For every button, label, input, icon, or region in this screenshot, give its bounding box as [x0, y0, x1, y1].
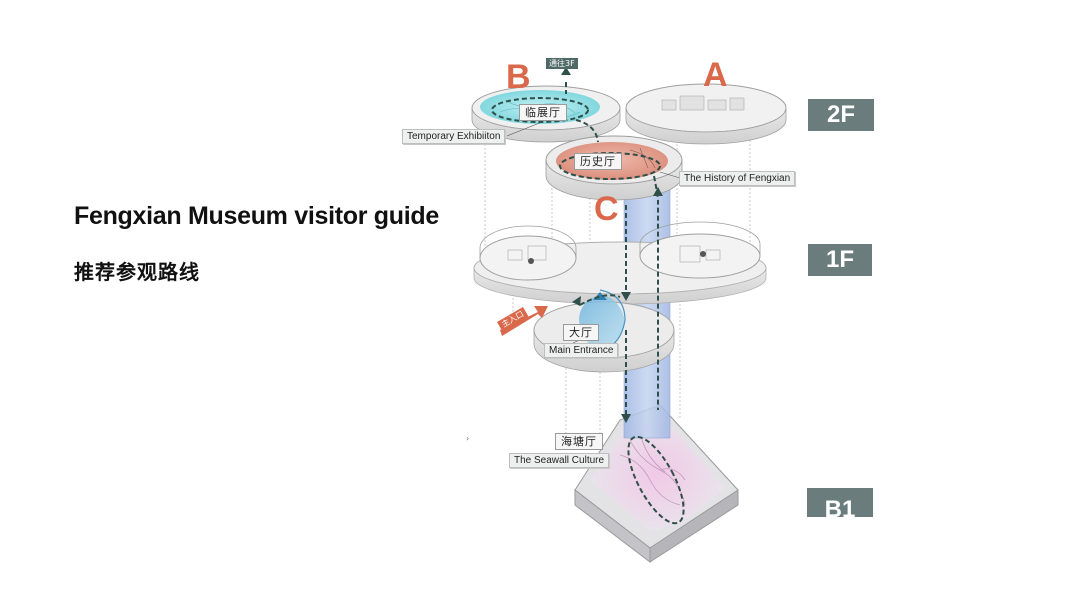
- 1f-floor-plate: [473, 221, 767, 305]
- floor-badge-2f: 2F: [808, 99, 874, 131]
- zone-b-letter: B: [506, 58, 531, 96]
- main-entrance-label: Main Entrance: [544, 343, 619, 358]
- history-of-fengxian-label: The History of Fengxian: [679, 171, 796, 186]
- guide-title-english: Fengxian Museum visitor guide: [74, 202, 439, 230]
- floor-badge-b1: B1: [807, 488, 873, 517]
- main-hall-cn-label: 大厅: [563, 324, 599, 341]
- to-3f-tag: 通往3F: [546, 58, 578, 69]
- floor-badge-1f: 1F: [808, 244, 872, 276]
- temporary-exhibition-label: Temporary Exhibiiton: [402, 129, 506, 144]
- zone-a-letter: A: [703, 56, 728, 94]
- guide-title-chinese: 推荐参观路线: [74, 260, 200, 284]
- seawall-culture-label: The Seawall Culture: [509, 453, 610, 468]
- main-entry-arrow: [500, 306, 548, 336]
- seawall-hall-cn-label: 海塘厅: [555, 433, 603, 450]
- b1-seawall-block: [574, 404, 739, 564]
- temporary-hall-cn-label: 临展厅: [519, 104, 567, 121]
- zone-c-letter: C: [594, 190, 619, 228]
- zone-a-disc: [625, 83, 787, 145]
- route-arrowheads: [561, 67, 663, 423]
- stray-mark: ›: [466, 434, 470, 443]
- history-hall-cn-label: 历史厅: [574, 153, 622, 170]
